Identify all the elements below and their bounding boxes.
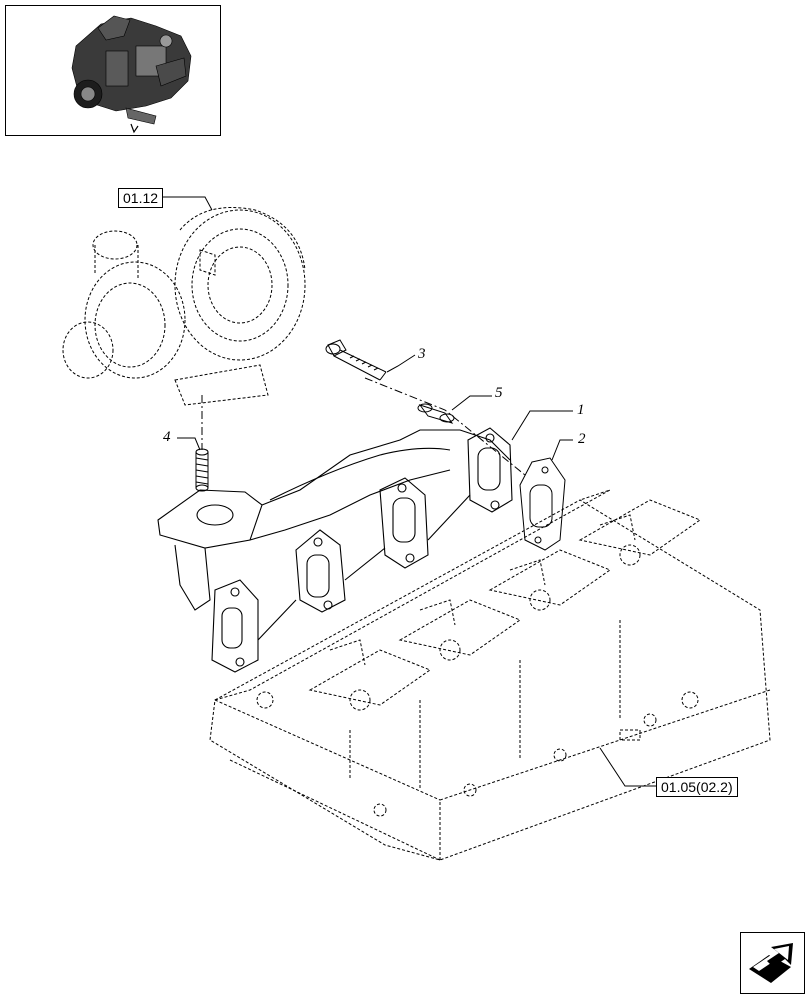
gasket-2 (519, 457, 566, 551)
next-page-button[interactable] (740, 932, 805, 994)
exhaust-manifold-1 (157, 427, 513, 673)
callout-2: 2 (578, 431, 586, 447)
cylinder-head-reference-label[interactable]: 01.05(02.2) (656, 777, 738, 797)
spacer-5 (417, 403, 455, 424)
next-page-arrow-icon (749, 943, 793, 983)
callout-3: 3 (418, 346, 426, 362)
turbocharger-reference-label[interactable]: 01.12 (118, 188, 164, 208)
stud-4 (195, 448, 209, 492)
cylinder-head-phantom (209, 489, 771, 861)
callout-1: 1 (577, 402, 585, 418)
engine-thumbnail-icon (71, 15, 192, 134)
turbocharger-phantom (62, 207, 306, 406)
bolt-3 (325, 339, 387, 381)
engine-thumbnail-frame (5, 5, 221, 136)
callout-5: 5 (495, 385, 503, 401)
callout-4: 4 (163, 429, 171, 445)
